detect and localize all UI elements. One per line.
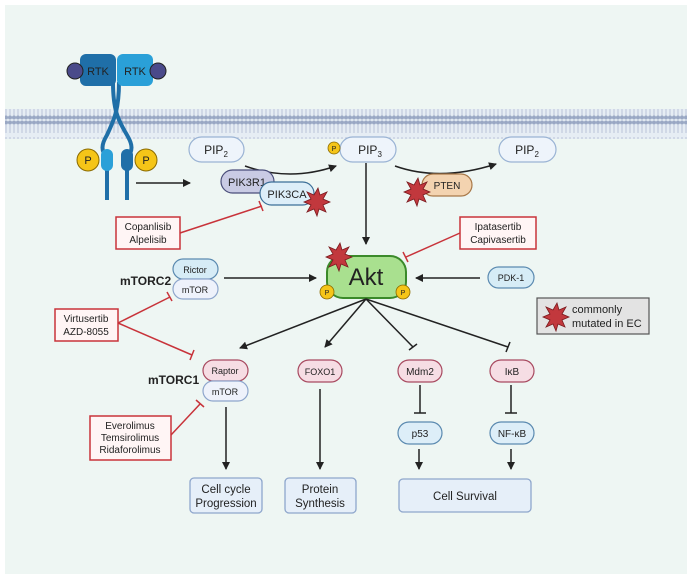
svg-text:PTEN: PTEN (434, 181, 461, 192)
inhibition-akt-ikb (365, 298, 509, 348)
pip3-phospho-icon (327, 141, 341, 155)
svg-text:Protein: Protein (302, 484, 338, 496)
svg-text:p53: p53 (412, 429, 429, 440)
akt-phospho-left-icon (319, 284, 335, 300)
mtorc2-mtor-node (172, 278, 219, 300)
svg-text:Alpelisib: Alpelisib (129, 235, 167, 246)
arrow-akt-to-mtorc1 (239, 298, 367, 350)
arrow-pip2-to-pip3 (244, 164, 337, 175)
svg-text:mTOR: mTOR (182, 285, 209, 295)
svg-text:Ipatasertib: Ipatasertib (475, 222, 522, 233)
svg-text:PIP2: PIP2 (515, 143, 539, 159)
svg-text:P: P (332, 146, 337, 153)
mutation-star-akt-icon (324, 241, 354, 273)
svg-text:IκB: IκB (505, 367, 520, 378)
outcome-protein-synthesis: Protein Synthesis (284, 477, 357, 514)
phospho-right-label: P (142, 155, 149, 167)
inhibition-mtorc1 (117, 322, 193, 356)
svg-text:PIP3: PIP3 (358, 143, 382, 159)
svg-text:PIK3R1: PIK3R1 (228, 177, 266, 189)
akt-label: Akt (349, 264, 384, 291)
pten-node: PTEN (402, 173, 473, 208)
phospho-left-icon (76, 148, 100, 172)
mtorc2-title: mTORC2 (120, 274, 171, 288)
svg-text:Synthesis: Synthesis (295, 498, 345, 510)
svg-text:mTOR: mTOR (212, 387, 239, 397)
phospho-left-label: P (84, 155, 91, 167)
drug-box-pi3k-inhibitors: Copanlisib Alpelisib (115, 216, 181, 250)
pi3k-complex: PIK3R1 PIK3CA (220, 169, 332, 218)
svg-text:Raptor: Raptor (211, 366, 238, 376)
svg-text:Everolimus: Everolimus (105, 421, 154, 432)
inhibition-akt (405, 232, 461, 258)
arrow-akt-to-foxo1 (324, 298, 367, 348)
mutation-star-pten-icon (402, 176, 432, 208)
mutation-star-pik3ca-icon (302, 186, 332, 218)
svg-text:PIP2: PIP2 (204, 143, 228, 159)
mdm2-node: Mdm2 (397, 359, 443, 383)
svg-text:Progression: Progression (195, 498, 256, 510)
mtorc1-title: mTORC1 (148, 373, 199, 387)
ikb-node: IκB (489, 359, 535, 383)
svg-text:NF-κB: NF-κB (498, 429, 527, 440)
svg-text:Rictor: Rictor (183, 265, 207, 275)
pip3-node: PIP3 P (327, 136, 397, 163)
svg-text:AZD-8055: AZD-8055 (63, 327, 109, 338)
outcome-cell-survival: Cell Survival (398, 478, 532, 513)
akt-node: Akt P P (319, 241, 411, 300)
p53-node: p53 (397, 421, 443, 445)
svg-text:Mdm2: Mdm2 (406, 367, 434, 378)
legend-line-2: mutated in EC (572, 318, 642, 330)
svg-text:FOXO1: FOXO1 (305, 367, 336, 377)
svg-text:Capivasertib: Capivasertib (470, 235, 526, 246)
pdk1-node: PDK-1 (487, 266, 535, 289)
svg-text:Temsirolimus: Temsirolimus (101, 433, 159, 444)
inhibition-everolimus-mtorc1 (170, 403, 201, 436)
drug-box-mtorc1-inhibitors: Everolimus Temsirolimus Ridaforolimus (89, 415, 172, 461)
svg-text:Ridaforolimus: Ridaforolimus (99, 445, 160, 456)
svg-text:Cell cycle: Cell cycle (201, 484, 250, 496)
mtorc2-complex: Rictor mTOR (172, 258, 219, 300)
svg-text:Copanlisib: Copanlisib (125, 222, 172, 233)
pik3ca-node (259, 181, 315, 206)
rtk-right-label: RTK (124, 66, 146, 78)
svg-text:Cell Survival: Cell Survival (433, 491, 497, 503)
drug-box-akt-inhibitors: Ipatasertib Capivasertib (459, 216, 537, 250)
svg-text:PDK-1: PDK-1 (498, 273, 525, 283)
mtorc1-complex: Raptor mTOR (202, 359, 249, 402)
inhibition-mtorc2 (117, 296, 171, 324)
phospho-right-icon (134, 148, 158, 172)
arrow-pip3-to-pip2 (394, 162, 497, 175)
inhibition-pi3k (179, 205, 263, 234)
svg-text:Virtusertib: Virtusertib (64, 314, 109, 325)
rtk-left (80, 54, 116, 86)
ligand-left-icon (66, 62, 84, 80)
nfkb-node: NF-κB (489, 421, 535, 445)
foxo1-node: FOXO1 (297, 359, 343, 383)
ligand-right-icon (149, 62, 167, 80)
legend-line-1: commonly (572, 304, 623, 316)
svg-text:P: P (325, 290, 330, 297)
rtk-right (117, 54, 153, 86)
drug-box-mtor-dual-inhibitors: Virtusertib AZD-8055 (54, 308, 119, 342)
akt-phospho-right-icon (395, 284, 411, 300)
inhibition-akt-mdm2 (365, 298, 414, 348)
pip2-left-node: PIP2 (188, 136, 245, 163)
mutation-legend: commonly mutated in EC (536, 297, 650, 335)
mtorc1-mtor-node (202, 380, 249, 402)
rtk-receptor: RTK RTK P P (66, 54, 167, 200)
svg-text:PIK3CA: PIK3CA (267, 189, 307, 201)
legend-mutation-star-icon (541, 301, 571, 333)
rtk-left-label: RTK (87, 66, 109, 78)
svg-text:P: P (401, 290, 406, 297)
pip2-right-node: PIP2 (498, 136, 557, 163)
outcome-cell-cycle: Cell cycle Progression (189, 477, 263, 514)
